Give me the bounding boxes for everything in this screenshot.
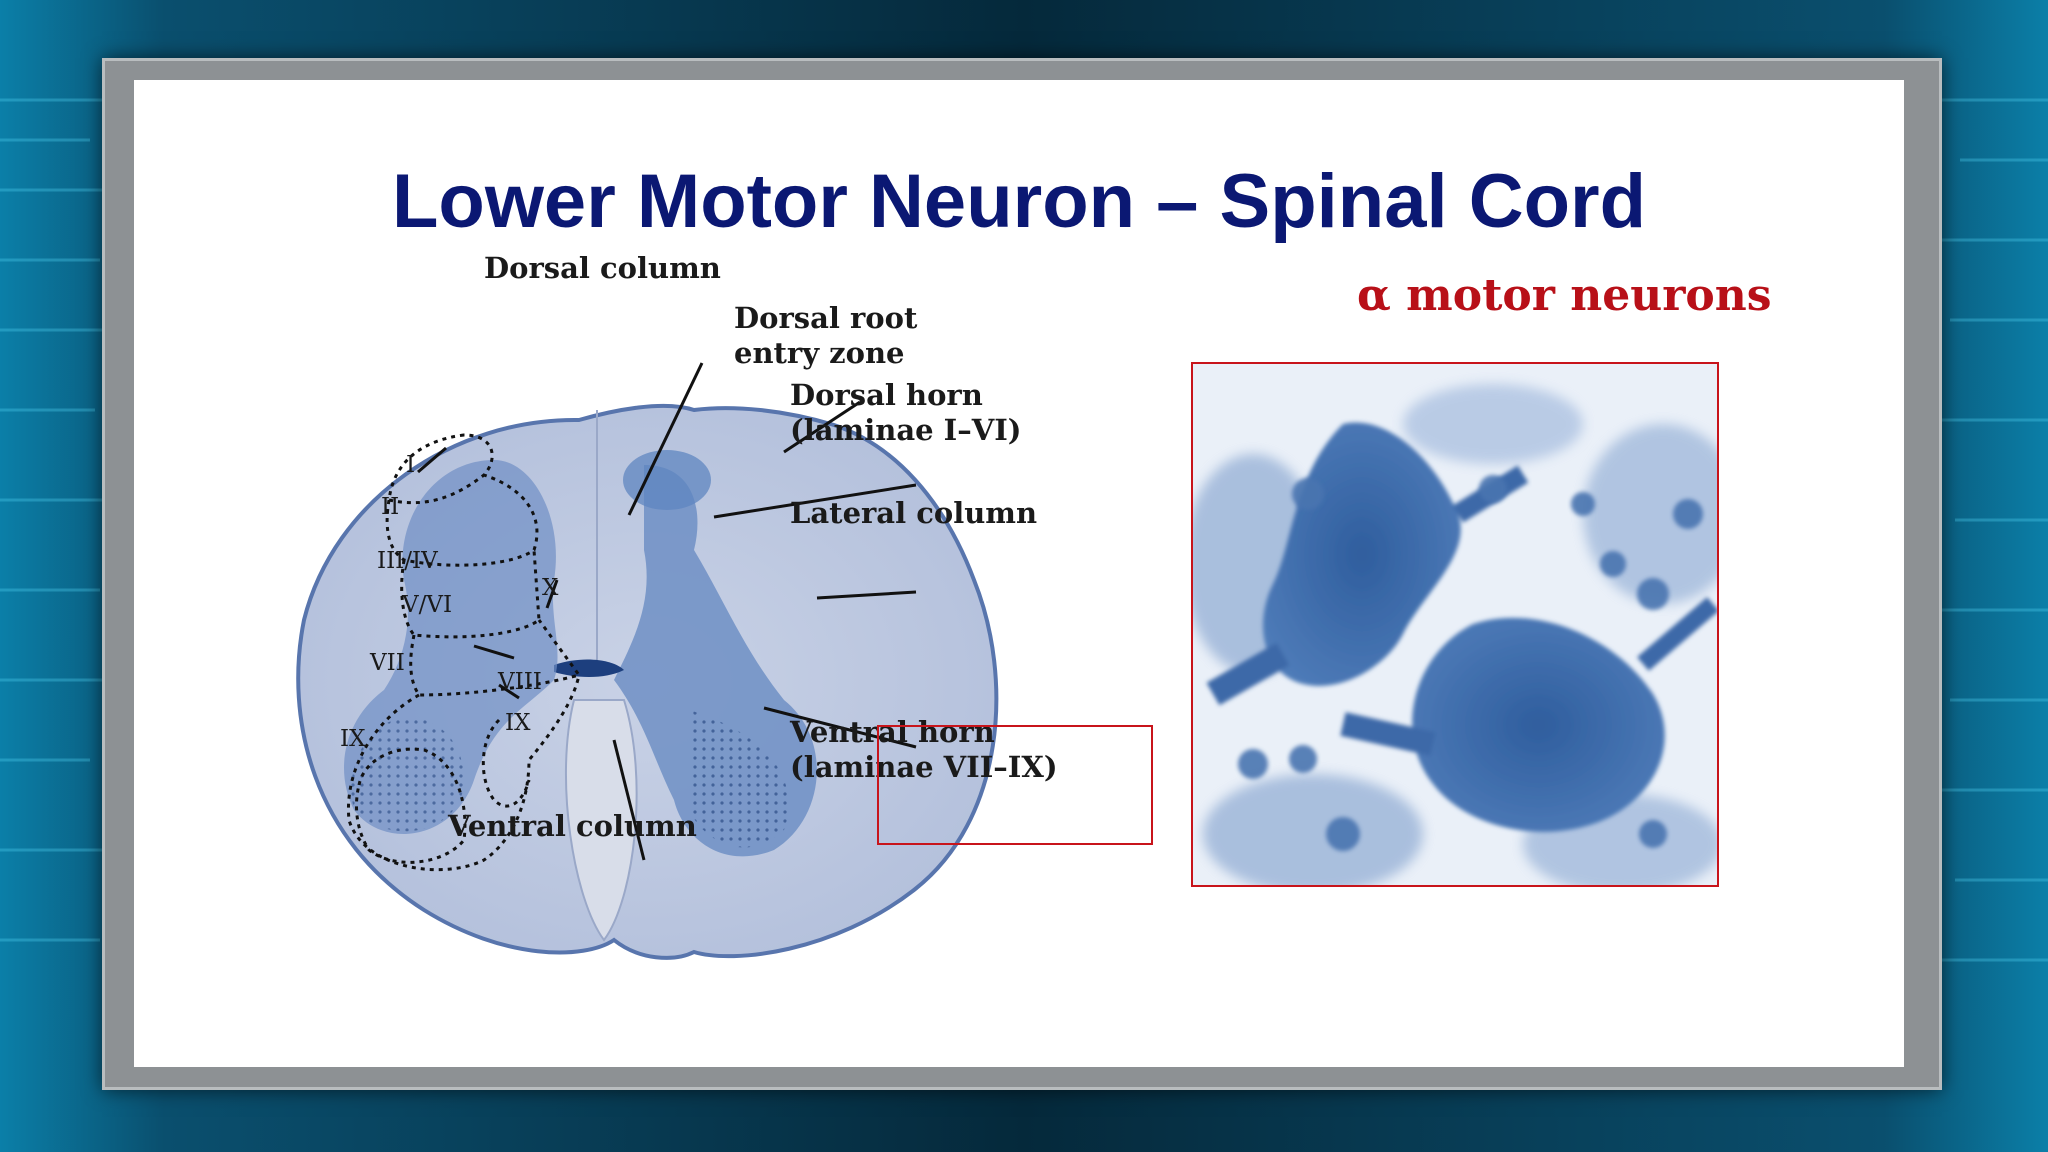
leader-lamina-VIII — [473, 644, 515, 660]
leader-ventral-horn — [763, 706, 917, 749]
lamina-label-IX-inner: IX — [340, 726, 366, 752]
micrograph-title: α motor neurons — [1357, 270, 1772, 321]
leader-dorsal-root — [783, 400, 861, 454]
laminae-boundary-IX — [354, 747, 467, 864]
label-ventral-horn-line2: (laminae VII–IX) — [790, 750, 1058, 784]
label-lateral-column: Lateral column — [790, 496, 1038, 530]
laminae-boundary-I — [387, 433, 494, 505]
leader-ventral-column — [612, 739, 646, 861]
slide-title: Lower Motor Neuron – Spinal Cord — [391, 159, 1647, 244]
label-dorsal-horn-line1: Dorsal horn — [790, 378, 983, 412]
laminae-boundary-VIII — [481, 718, 531, 808]
lamina-label-II: II — [381, 494, 400, 520]
slide-canvas: Lower Motor Neuron – Spinal Cord — [134, 80, 1904, 1067]
label-dorsal-root-line2: entry zone — [734, 336, 905, 370]
leader-lamina-X — [545, 579, 559, 609]
lamina-label-IX-outer: IX — [505, 710, 531, 736]
leader-lateral-column — [816, 590, 917, 600]
laminae-boundary-III-IV — [400, 549, 541, 639]
leader-lamina-IX — [498, 683, 520, 700]
leader-dorsal-horn — [713, 483, 917, 519]
lamina-label-V-VI: V/VI — [402, 592, 453, 618]
label-dorsal-horn-line2: (laminae I–VI) — [790, 413, 1022, 447]
lamina-label-VII: VII — [370, 650, 405, 676]
motor-neuron-lower — [1412, 617, 1665, 832]
lamina-label-III-IV: III/IV — [377, 548, 438, 574]
lamina-label-I: I — [406, 452, 416, 478]
label-dorsal-column: Dorsal column — [484, 251, 721, 285]
leader-lamina-I — [417, 446, 447, 474]
label-dorsal-root-line1: Dorsal root — [734, 301, 918, 335]
ventral-horn-highlight-box — [877, 725, 1153, 845]
lamina-label-VIII: VIII — [498, 669, 542, 695]
laminae-boundary-II — [385, 473, 539, 567]
spinal-cord-diagram — [296, 362, 1413, 960]
label-ventral-column: Ventral column — [448, 809, 697, 843]
micrograph-image — [1193, 364, 1717, 885]
lamina-label-X: X — [542, 575, 559, 601]
laminae-boundary-V-VI — [409, 619, 582, 697]
laminae-boundary-VII — [346, 674, 581, 872]
leader-dorsal-column — [627, 362, 704, 516]
micrograph-panel — [1191, 362, 1719, 887]
label-ventral-horn-line1: Ventral horn — [790, 715, 995, 749]
